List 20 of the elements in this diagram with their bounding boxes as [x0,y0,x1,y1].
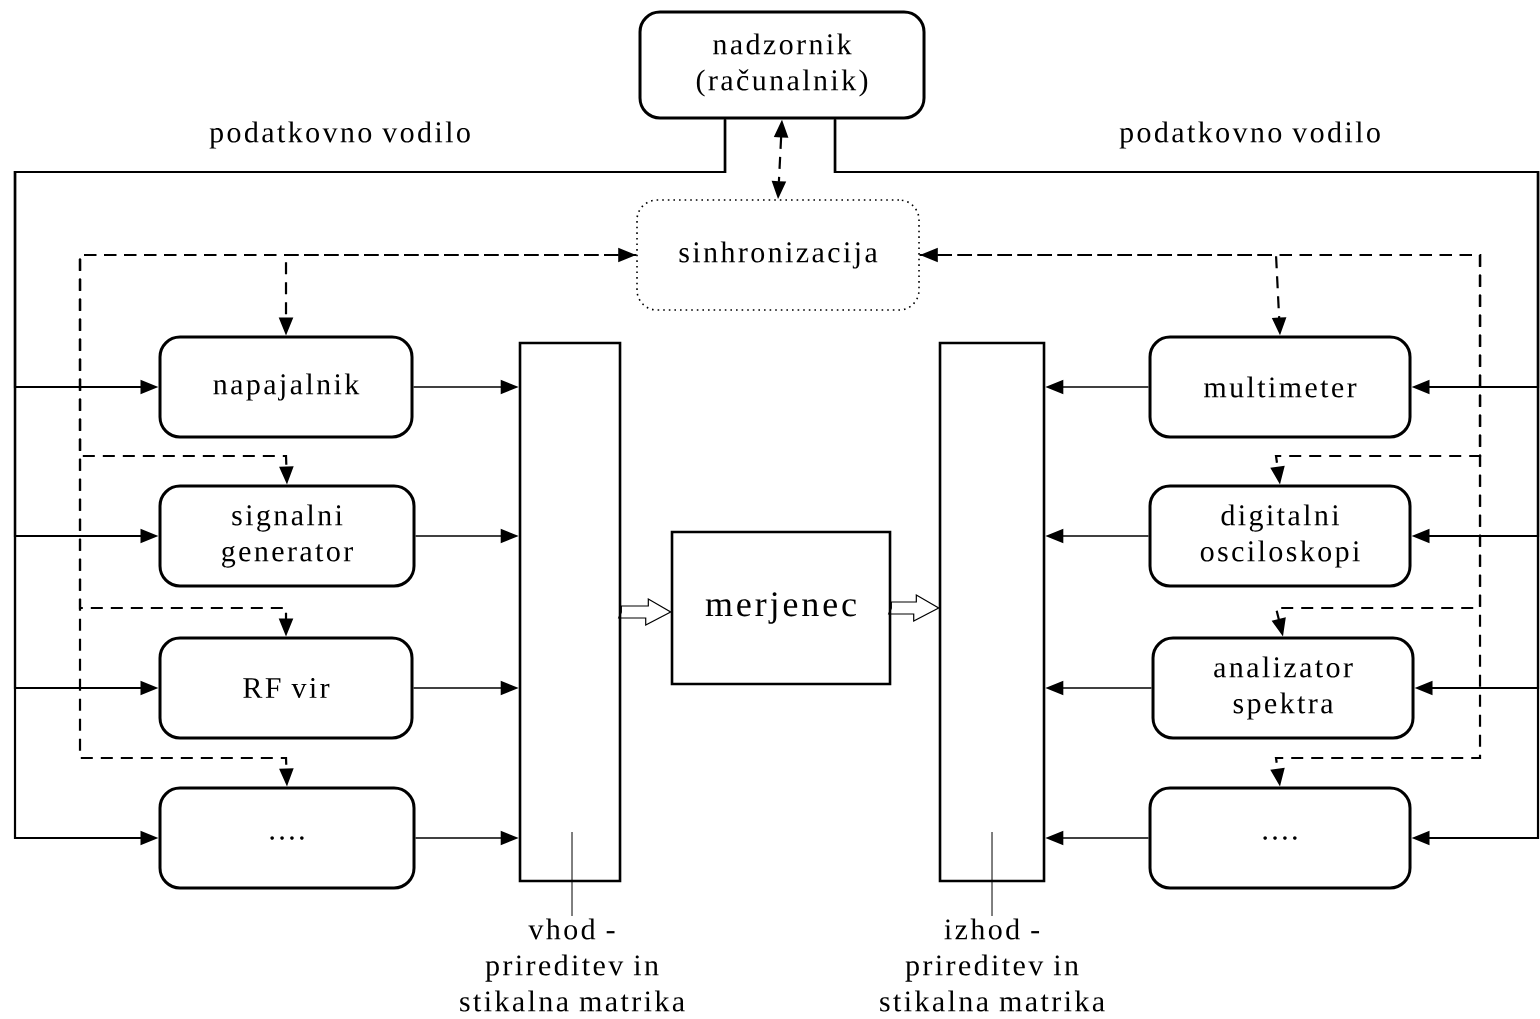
device-box: digitalni osciloskopi [1148,484,1412,588]
device-box: multimeter [1148,335,1412,439]
matrix-caption: vhod - prireditev in stikalna matrika [460,918,685,1012]
device-box: napajalnik [158,335,414,439]
bus-label: podatkovno vodilo [209,121,470,149]
device-box: nadzornik (računalnik) [638,10,926,120]
sync-box: sinhronizacija [636,199,920,311]
matrix-caption: izhod - prireditev in stikalna matrika [880,918,1105,1012]
device-box: RF vir [158,636,414,740]
leader-line [991,831,993,917]
matrix-bar [518,341,622,883]
block-box: merjenec [670,530,892,686]
device-box: .... [1148,786,1412,890]
matrix-bar [938,341,1046,883]
bus-label: podatkovno vodilo [1119,121,1380,149]
device-box: analizator spektra [1151,636,1415,740]
leader-line [571,831,573,917]
device-box: signalni generator [158,484,416,588]
arrow [833,119,1540,846]
device-box: .... [158,786,416,890]
